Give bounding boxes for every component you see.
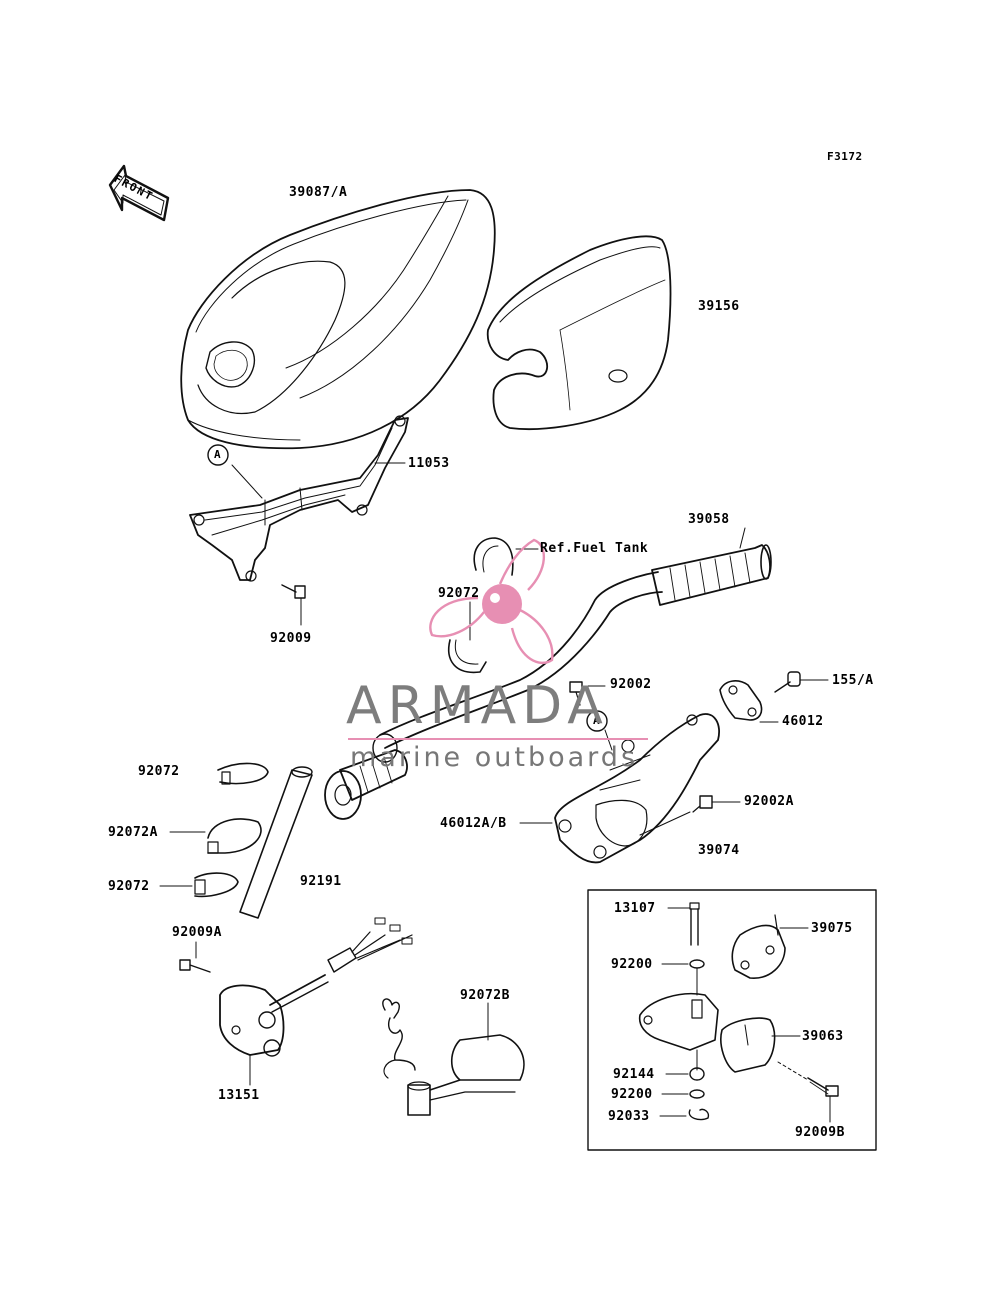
switch-part-13151 [220, 918, 412, 1085]
clamp-part-92072-b [160, 873, 238, 896]
label-92200-a: 92200 [611, 957, 653, 972]
figure-code: F3172 [827, 150, 863, 163]
label-39074: 39074 [698, 843, 740, 858]
screw-part-155A [775, 672, 828, 692]
spring-part-92144 [666, 1068, 704, 1080]
bolt-part-92009A [180, 942, 210, 972]
label-39087A: 39087/A [289, 185, 348, 200]
clamp-part-92072A [170, 819, 261, 853]
watermark-propeller-icon [430, 540, 552, 663]
label-92009B: 92009B [795, 1125, 845, 1140]
label-39063: 39063 [802, 1029, 844, 1044]
bracket-part-39075 [732, 915, 808, 978]
clip-part-92072B [383, 999, 524, 1115]
label-92072-b: 92072 [108, 879, 150, 894]
clamp-part-92072-top [449, 602, 486, 672]
label-13107: 13107 [614, 901, 656, 916]
bracket-part-11053 [190, 416, 408, 581]
inset-box [588, 890, 876, 1150]
label-92072A: 92072A [108, 825, 158, 840]
watermark-subtitle: marine outboards [350, 742, 639, 773]
seat-cover-part-39087 [181, 190, 495, 448]
label-39156: 39156 [698, 299, 740, 314]
label-92033: 92033 [608, 1109, 650, 1124]
label-ref-fuel-tank: Ref.Fuel Tank [540, 541, 649, 556]
watermark-title: ARMADA [346, 676, 609, 736]
holder-part-46012AB [520, 714, 719, 862]
label-92072-top: 92072 [438, 586, 480, 601]
holder-part-center [640, 994, 718, 1070]
label-92191: 92191 [300, 874, 342, 889]
circlip-part-92033 [660, 1109, 708, 1119]
callout-a-right-label: A [593, 714, 601, 727]
label-92002: 92002 [610, 677, 652, 692]
cover-part-39156 [488, 236, 671, 429]
label-13151: 13151 [218, 1088, 260, 1103]
cover-part-39063 [721, 1018, 800, 1072]
screw-part-92002 [570, 682, 605, 705]
label-92002A: 92002A [744, 794, 794, 809]
label-92009A: 92009A [172, 925, 222, 940]
callout-a-right [587, 711, 612, 750]
clamp-part-92072-a [218, 763, 268, 784]
screw-part-92009B [778, 1062, 838, 1122]
label-155A: 155/A [832, 673, 874, 688]
label-46012AB: 46012A/B [440, 816, 507, 831]
label-92072B: 92072B [460, 988, 510, 1003]
label-46012: 46012 [782, 714, 824, 729]
label-92200-b: 92200 [611, 1087, 653, 1102]
label-92072-a: 92072 [138, 764, 180, 779]
washer-part-92200-a [662, 960, 704, 995]
label-92144: 92144 [613, 1067, 655, 1082]
label-92009: 92009 [270, 631, 312, 646]
label-39058: 39058 [688, 512, 730, 527]
callout-a-left-label: A [214, 448, 222, 461]
screw-part-92002A [693, 796, 740, 812]
hose-part-92191 [240, 767, 312, 918]
front-arrow-icon [110, 166, 168, 220]
watermark-rule [348, 738, 648, 740]
bolt-part-92009 [282, 585, 305, 625]
label-39075: 39075 [811, 921, 853, 936]
label-11053: 11053 [408, 456, 450, 471]
callout-a-left [208, 445, 228, 465]
pin-part-13107 [668, 903, 699, 945]
washer-part-92200-b [662, 1090, 704, 1098]
clamp-part-46012 [720, 681, 778, 722]
